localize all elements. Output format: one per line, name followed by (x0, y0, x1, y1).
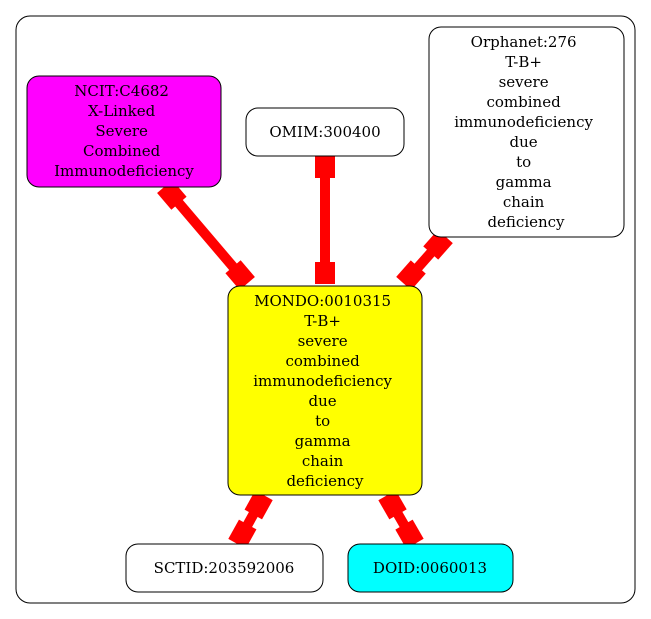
node-doid-label: DOID:0060013 (373, 559, 487, 577)
node-ncit-label: NCIT:C4682 X-Linked Severe Combined Immu… (54, 82, 194, 180)
edge-mondo-omim-head-marker (315, 262, 335, 284)
node-ncit[interactable]: NCIT:C4682 X-Linked Severe Combined Immu… (26, 75, 222, 188)
edge-mondo-sctid (228, 490, 273, 549)
node-orphanet-box (428, 26, 625, 238)
node-mondo-label: MONDO:0010315 T-B+ severe combined immun… (253, 292, 396, 490)
node-omim[interactable]: OMIM:300400 (245, 107, 405, 157)
node-doid-box (347, 543, 514, 593)
node-orphanet[interactable]: Orphanet:276 T-B+ severe combined immuno… (428, 26, 625, 238)
edge-mondo-sctid-head-marker (244, 490, 273, 520)
node-mondo[interactable]: MONDO:0010315 T-B+ severe combined immun… (227, 285, 423, 496)
node-doid[interactable]: DOID:0060013 (347, 543, 514, 593)
node-sctid-box (125, 543, 324, 593)
edge-mondo-orphanet-head-marker (396, 260, 426, 291)
node-omim-label: OMIM:300400 (269, 123, 380, 141)
node-ncit-box (26, 75, 222, 188)
edge-mondo-omim (315, 156, 335, 284)
edge-mondo-ncit-line (162, 184, 250, 286)
edge-mondo-doid (378, 490, 424, 549)
edge-mondo-sctid-tail-marker (228, 519, 257, 549)
edge-mondo-ncit-head-marker (225, 260, 255, 291)
edge-mondo-doid-head-marker (378, 490, 407, 520)
edge-mondo-omim-tail-marker (315, 156, 335, 178)
node-omim-box (245, 107, 405, 157)
node-orphanet-label: Orphanet:276 T-B+ severe combined immuno… (454, 33, 597, 231)
node-sctid[interactable]: SCTID:203592006 (125, 543, 324, 593)
node-sctid-label: SCTID:203592006 (154, 559, 295, 577)
node-mondo-box (227, 285, 423, 496)
edge-mondo-doid-tail-marker (395, 519, 424, 549)
edges (157, 156, 453, 549)
